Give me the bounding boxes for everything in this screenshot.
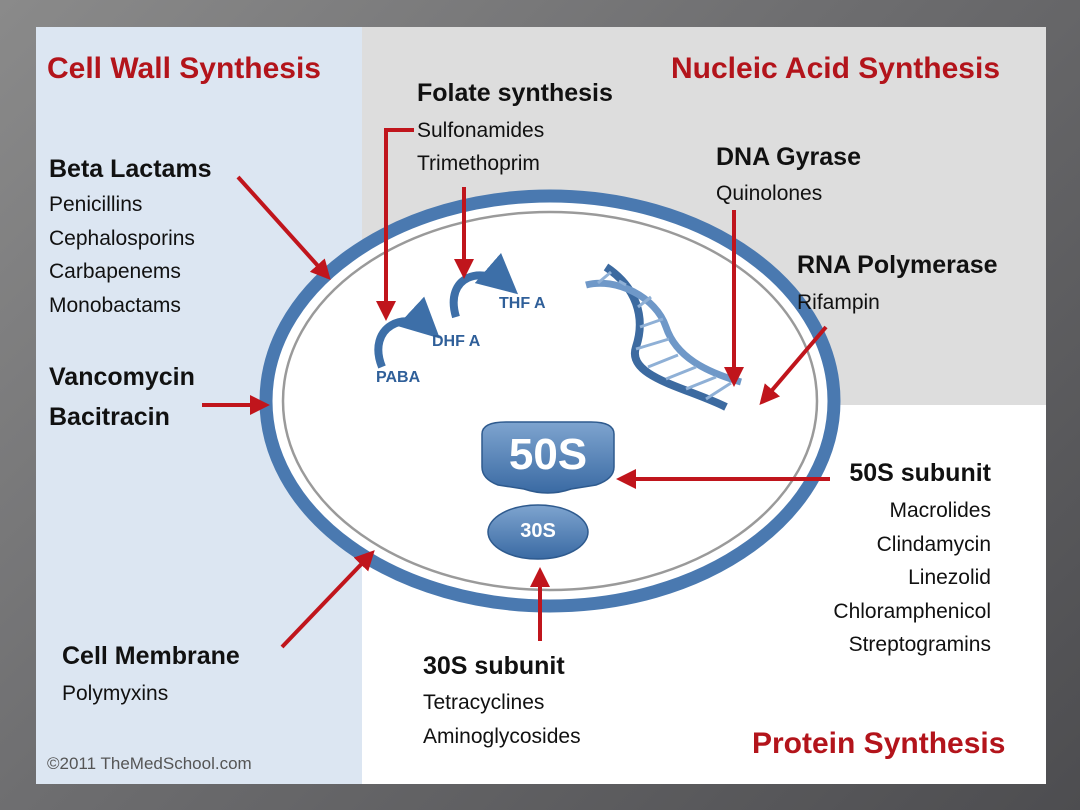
- list-item: Penicillins: [49, 193, 143, 216]
- list-item: Linezolid: [908, 566, 991, 589]
- beta-lactams-title: Beta Lactams: [49, 155, 212, 183]
- list-item: Streptogramins: [848, 633, 991, 656]
- list-item: Monobactams: [49, 293, 181, 317]
- list-item: Macrolides: [889, 499, 991, 522]
- subunit-30s-title: 30S subunit: [423, 652, 565, 680]
- nucleic-acid-synthesis-title: Nucleic Acid Synthesis: [671, 52, 1001, 85]
- paba-label: PABA: [376, 369, 421, 386]
- folate-synthesis-title: Folate synthesis: [417, 79, 613, 107]
- dhf-label: DHF A: [432, 333, 481, 350]
- bacitracin-title: Bacitracin: [49, 403, 170, 431]
- list-item: Clindamycin: [876, 532, 991, 556]
- ribosome-30s-label: 30S: [520, 520, 556, 542]
- slide: Cell Wall Synthesis Nucleic Acid Synthes…: [36, 27, 1046, 784]
- subunit-50s-title: 50S subunit: [849, 459, 991, 487]
- list-item: Trimethoprim: [417, 152, 540, 175]
- dna-gyrase-title: DNA Gyrase: [716, 143, 861, 171]
- list-item: Sulfonamides: [417, 119, 545, 142]
- beta-lactams-arrow: [236, 175, 331, 280]
- list-item: Carbapenems: [49, 260, 181, 283]
- cell-membrane-arrow: [280, 550, 375, 649]
- rna-polymerase-arrow: [759, 325, 828, 406]
- cell-membrane-inner: [281, 210, 819, 592]
- cell-membrane-title: Cell Membrane: [62, 642, 240, 670]
- rna-polymerase-title: RNA Polymerase: [797, 251, 998, 279]
- ribosome-50s-label: 50S: [508, 430, 588, 479]
- copyright-text: ©2011 TheMedSchool.com: [47, 754, 252, 773]
- cell-wall-synthesis-title: Cell Wall Synthesis: [47, 52, 321, 85]
- paba-to-dhf-arrow: [374, 296, 440, 369]
- list-item: Polymyxins: [62, 682, 169, 705]
- protein-synthesis-title: Protein Synthesis: [752, 727, 1006, 760]
- list-item: Chloramphenicol: [833, 599, 991, 623]
- list-item: Tetracyclines: [423, 691, 545, 714]
- vancomycin-title: Vancomycin: [49, 363, 195, 391]
- list-item: Aminoglycosides: [423, 724, 581, 748]
- thf-label: THF A: [499, 295, 546, 312]
- list-item: Rifampin: [797, 291, 880, 314]
- diagram-art: [202, 128, 841, 649]
- ribosome-icon: [481, 421, 615, 560]
- list-item: Quinolones: [716, 182, 823, 205]
- sulfonamides-arrow: [376, 128, 414, 321]
- list-item: Cephalosporins: [49, 226, 195, 250]
